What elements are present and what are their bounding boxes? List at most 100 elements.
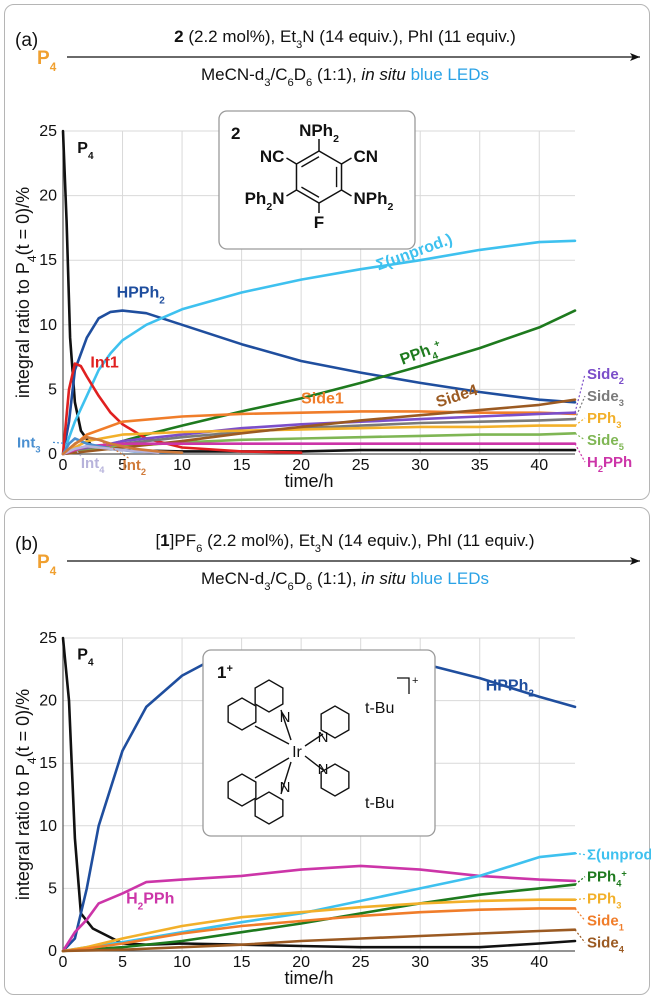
series-line xyxy=(61,417,577,456)
bipyridine-ring xyxy=(320,705,350,739)
side-label: Side1 xyxy=(587,913,624,933)
x-axis-label: time/h xyxy=(284,968,333,988)
y-tick-label: 5 xyxy=(48,381,57,398)
phenyl-ring xyxy=(227,697,257,731)
bipyridine-ring xyxy=(320,763,350,797)
series-label: PPh4+ xyxy=(398,338,446,373)
series-line xyxy=(61,239,577,456)
x-tick-label: 35 xyxy=(471,457,489,474)
atom-label: N xyxy=(318,729,329,746)
bond xyxy=(286,157,297,165)
leader-line xyxy=(574,443,586,463)
atom-label: N xyxy=(318,761,329,778)
atom-label: N xyxy=(280,779,291,796)
leader-line xyxy=(74,448,82,457)
atom-label: N xyxy=(280,709,291,726)
side-label: Side3 xyxy=(587,388,624,408)
x-tick-label: 30 xyxy=(411,954,429,971)
series-label: HPPh2 xyxy=(486,678,535,700)
series-line xyxy=(61,907,577,953)
catalyst-box xyxy=(218,110,416,250)
series-line xyxy=(61,309,577,456)
series-line xyxy=(61,435,184,456)
group-label: NPh2 xyxy=(354,189,394,213)
arrow-head xyxy=(630,53,640,61)
y-axis-label: integral ratio to P4(t = 0)/% xyxy=(13,187,39,398)
bond xyxy=(280,761,292,795)
x-tick-label: 20 xyxy=(292,954,310,971)
series-label: H2PPh xyxy=(126,890,174,912)
series-line xyxy=(61,410,577,456)
int-label: Int2 xyxy=(123,457,147,477)
bond xyxy=(254,725,290,745)
int-label: Int3 xyxy=(17,434,41,454)
iridium-label: Ir xyxy=(292,744,302,761)
y-tick-label: 0 xyxy=(48,446,57,463)
leader-line xyxy=(574,898,586,901)
chart-b: (b)P4[1]PF6 (2.2 mol%), Et3N (14 equiv.)… xyxy=(13,531,651,988)
bond xyxy=(286,189,297,197)
charge-bracket xyxy=(397,677,410,694)
side-label: Σ(unprod.) xyxy=(587,847,651,864)
x-tick-label: 0 xyxy=(59,457,68,474)
group-label: CN xyxy=(354,147,379,166)
scheme-text: [1]PF6 (2.2 mol%), Et3N (14 equiv.), PhI… xyxy=(155,531,534,555)
y-tick-label: 10 xyxy=(39,317,57,334)
x-tick-label: 15 xyxy=(233,457,251,474)
side-label: H2PPh xyxy=(587,454,632,474)
series-line xyxy=(61,309,577,456)
x-tick-label: 10 xyxy=(173,954,191,971)
y-tick-label: 20 xyxy=(39,693,57,710)
x-tick-label: 5 xyxy=(118,954,127,971)
bond xyxy=(341,157,352,165)
side-label: PPh3 xyxy=(587,891,621,911)
leader-line xyxy=(52,441,70,445)
y-axis-label: integral ratio to P4(t = 0)/% xyxy=(13,689,39,900)
y-tick-label: 0 xyxy=(48,943,57,960)
leader-line xyxy=(574,852,586,856)
bond xyxy=(280,709,292,741)
x-tick-label: 5 xyxy=(118,457,127,474)
series-line xyxy=(61,928,577,953)
series-line xyxy=(61,883,577,953)
y-tick-label: 25 xyxy=(39,630,57,647)
x-tick-label: 10 xyxy=(173,457,191,474)
y-tick-label: 15 xyxy=(39,252,57,269)
reactant-label: P4 xyxy=(37,552,57,578)
panel-b: (b)P4[1]PF6 (2.2 mol%), Et3N (14 equiv.)… xyxy=(4,507,651,995)
leader-line xyxy=(574,417,586,427)
leader-line xyxy=(574,876,586,886)
bond xyxy=(254,757,290,779)
panel-letter: (b) xyxy=(15,534,38,555)
side-label: Side5 xyxy=(587,432,624,452)
catalyst-label: 2 xyxy=(231,124,240,143)
series-line xyxy=(61,898,577,953)
group-label: F xyxy=(314,213,324,232)
chart-a: (a)P42 (2.2 mol%), Et3N (14 equiv.), PhI… xyxy=(13,27,640,491)
reactant-label: P4 xyxy=(37,48,57,74)
x-tick-label: 15 xyxy=(233,954,251,971)
leader-line xyxy=(98,439,129,459)
scheme-text: MeCN-d3/C6D6 (1:1), in situ blue LEDs xyxy=(201,569,489,593)
catalyst-box xyxy=(202,649,436,837)
arrow-head xyxy=(630,557,640,565)
double-bond xyxy=(301,156,320,168)
pyridine-ring xyxy=(254,791,284,825)
side-label: PPh3 xyxy=(587,410,621,430)
series-label: P4 xyxy=(77,646,94,668)
leader-line xyxy=(574,373,586,413)
series-label: HPPh2 xyxy=(117,285,166,307)
group-label: NPh2 xyxy=(299,121,339,145)
x-tick-label: 25 xyxy=(352,457,370,474)
x-tick-label: 25 xyxy=(352,954,370,971)
substituent-label: t-Bu xyxy=(365,700,394,717)
x-tick-label: 35 xyxy=(471,954,489,971)
phenyl-ring xyxy=(227,773,257,807)
y-tick-label: 10 xyxy=(39,818,57,835)
substituent-label: t-Bu xyxy=(365,795,394,812)
group-label: NC xyxy=(260,147,285,166)
group-label: Ph2N xyxy=(245,189,285,213)
bond xyxy=(304,755,324,771)
